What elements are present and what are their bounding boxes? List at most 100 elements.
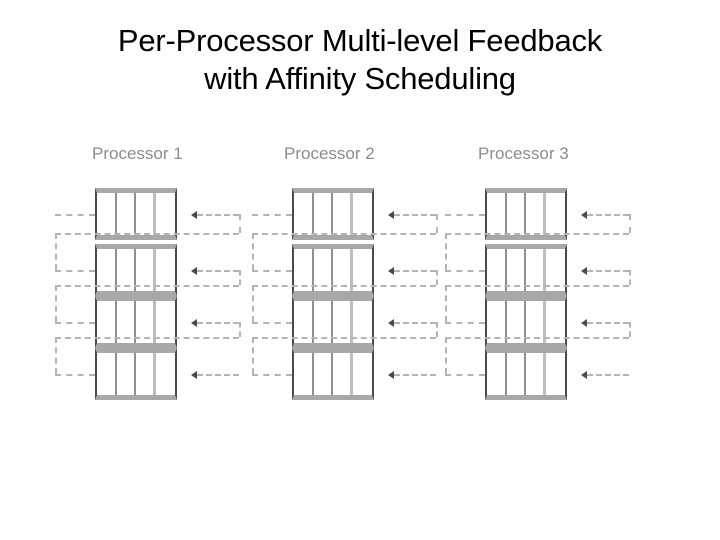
feedback-loop-bottom-p3-level-1 (445, 233, 629, 235)
processor-label-3: Processor 3 (478, 144, 569, 163)
feedback-loop-right-p2-level-2 (436, 270, 438, 285)
feedback-loop-bottom-p1-level-3 (55, 337, 239, 339)
queue-slot-divider (134, 301, 136, 343)
queue-slot-divider (331, 249, 333, 291)
feedback-arrow-out-p2-level-1 (394, 214, 436, 216)
feedback-arrow-out-p1-level-4 (197, 374, 239, 376)
feedback-arrow-out-p1-level-1 (197, 214, 239, 216)
feedback-loop-left-p3-level-1 (445, 233, 447, 270)
queue-slot-divider (350, 193, 353, 235)
queue-p3-level-4[interactable] (485, 348, 567, 400)
feedback-loop-right-p3-level-1 (629, 214, 631, 233)
queue-p3-level-2[interactable] (485, 244, 567, 296)
feedback-arrowhead-p2-level-1 (388, 211, 394, 219)
feedback-loop-right-p1-level-3 (239, 322, 241, 337)
queue-slot-divider (543, 193, 546, 235)
feedback-loop-left-p1-level-1 (55, 233, 57, 270)
feedback-loop-right-p2-level-3 (436, 322, 438, 337)
queue-slot-divider (331, 193, 333, 235)
queue-p3-level-3[interactable] (485, 296, 567, 348)
feedback-arrowhead-p1-level-1 (191, 211, 197, 219)
feedback-loop-bottom-p2-level-3 (252, 337, 436, 339)
feedback-arrow-out-p1-level-3 (197, 322, 239, 324)
title-line-1: Per-Processor Multi-level Feedback (117, 23, 603, 58)
feedback-loop-bottom-p3-level-3 (445, 337, 629, 339)
feedback-loop-right-p1-level-2 (239, 270, 241, 285)
feedback-loop-left-p2-level-3 (252, 337, 254, 374)
feedback-loop-left-p1-level-3 (55, 337, 57, 374)
queue-slot-divider (134, 193, 136, 235)
feedback-arrow-out-p3-level-1 (587, 214, 629, 216)
queue-p2-level-2[interactable] (292, 244, 374, 296)
queue-slot-divider (153, 193, 156, 235)
queue-slot-divider (312, 353, 314, 395)
queue-p2-level-1[interactable] (292, 188, 374, 240)
title-line-2: with Affinity Scheduling (204, 61, 516, 96)
feedback-arrow-out-p2-level-4 (394, 374, 436, 376)
feedback-arrow-in-p3-level-1 (445, 214, 485, 216)
feedback-arrow-in-p3-level-2 (445, 270, 485, 272)
queue-slot-divider (312, 249, 314, 291)
queue-slot-divider (331, 301, 333, 343)
feedback-loop-right-p3-level-2 (629, 270, 631, 285)
queue-p2-level-3[interactable] (292, 296, 374, 348)
queue-slot-divider (134, 249, 136, 291)
queue-slot-divider (350, 249, 353, 291)
feedback-arrow-in-p2-level-4 (252, 374, 292, 376)
queue-slot-divider (312, 193, 314, 235)
queue-slot-divider (524, 353, 526, 395)
queue-slot-divider (115, 301, 117, 343)
queue-p1-level-1[interactable] (95, 188, 177, 240)
feedback-arrow-in-p2-level-3 (252, 322, 292, 324)
queue-slot-divider (505, 301, 507, 343)
queue-p1-level-2[interactable] (95, 244, 177, 296)
feedback-arrowhead-p1-level-4 (191, 371, 197, 379)
feedback-loop-left-p1-level-2 (55, 285, 57, 322)
queue-p3-level-1[interactable] (485, 188, 567, 240)
feedback-arrow-in-p3-level-3 (445, 322, 485, 324)
feedback-loop-right-p1-level-1 (239, 214, 241, 233)
queue-slot-divider (524, 193, 526, 235)
feedback-arrow-out-p2-level-3 (394, 322, 436, 324)
feedback-loop-bottom-p1-level-2 (55, 285, 239, 287)
feedback-arrow-in-p1-level-1 (55, 214, 95, 216)
feedback-loop-left-p3-level-3 (445, 337, 447, 374)
queue-slot-divider (524, 301, 526, 343)
feedback-arrow-out-p1-level-2 (197, 270, 239, 272)
feedback-arrow-in-p1-level-3 (55, 322, 95, 324)
slide-title: Per-Processor Multi-level Feedback with … (0, 22, 720, 98)
feedback-loop-bottom-p2-level-1 (252, 233, 436, 235)
feedback-loop-right-p2-level-1 (436, 214, 438, 233)
queue-p1-level-3[interactable] (95, 296, 177, 348)
queue-slot-divider (505, 353, 507, 395)
queue-slot-divider (153, 301, 156, 343)
feedback-arrow-out-p2-level-2 (394, 270, 436, 272)
feedback-arrowhead-p3-level-3 (581, 319, 587, 327)
feedback-loop-left-p2-level-1 (252, 233, 254, 270)
queue-slot-divider (134, 353, 136, 395)
feedback-arrowhead-p3-level-4 (581, 371, 587, 379)
queue-slot-divider (115, 353, 117, 395)
queue-slot-divider (115, 193, 117, 235)
feedback-arrow-in-p2-level-1 (252, 214, 292, 216)
feedback-arrow-in-p1-level-2 (55, 270, 95, 272)
queue-slot-divider (350, 353, 353, 395)
feedback-loop-left-p3-level-2 (445, 285, 447, 322)
feedback-loop-bottom-p1-level-1 (55, 233, 239, 235)
queue-slot-divider (331, 353, 333, 395)
queue-p1-level-4[interactable] (95, 348, 177, 400)
feedback-arrow-out-p3-level-2 (587, 270, 629, 272)
queue-slot-divider (153, 353, 156, 395)
feedback-arrowhead-p2-level-2 (388, 267, 394, 275)
feedback-arrowhead-p1-level-2 (191, 267, 197, 275)
queue-slot-divider (312, 301, 314, 343)
feedback-arrow-out-p3-level-4 (587, 374, 629, 376)
queue-p2-level-4[interactable] (292, 348, 374, 400)
feedback-arrowhead-p2-level-4 (388, 371, 394, 379)
feedback-arrowhead-p2-level-3 (388, 319, 394, 327)
queue-slot-divider (543, 249, 546, 291)
queue-slot-divider (505, 249, 507, 291)
queue-slot-divider (524, 249, 526, 291)
feedback-arrow-in-p1-level-4 (55, 374, 95, 376)
